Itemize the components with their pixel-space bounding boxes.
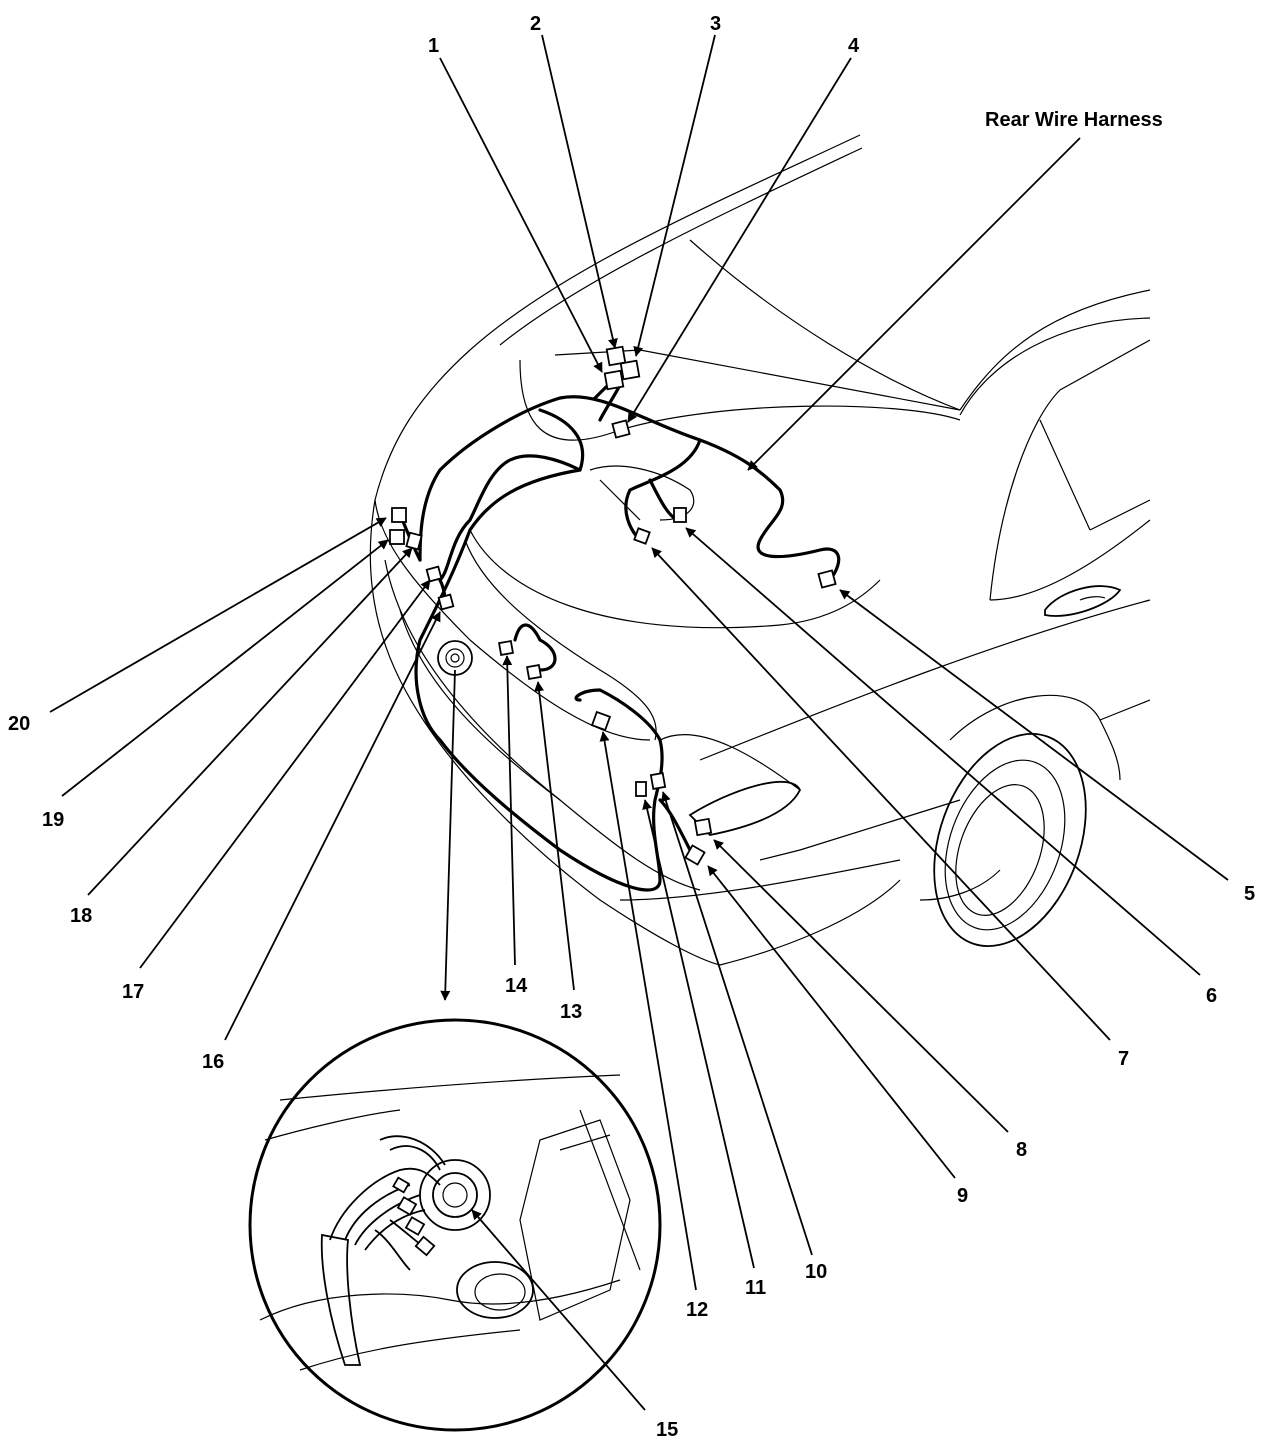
callout-10: 10: [805, 1261, 827, 1283]
detail-pointer-arrow: [440, 669, 456, 1001]
connector-4: [611, 419, 631, 439]
connector-10: [649, 772, 667, 790]
connector-3: [619, 359, 641, 381]
ground-terminal-icon: [437, 640, 473, 676]
wire-harness: [398, 370, 841, 892]
connector-12: [590, 710, 612, 732]
connector-11: [635, 781, 647, 797]
connector-19: [389, 529, 405, 545]
connector-18: [405, 531, 423, 551]
connector-7: [633, 527, 651, 545]
connector-6: [673, 507, 687, 523]
callout-8: 8: [1016, 1139, 1027, 1161]
callout-5: 5: [1244, 883, 1255, 905]
callout-2: 2: [530, 13, 541, 35]
connector-8: [693, 817, 713, 837]
connector-9: [684, 844, 706, 866]
callout-20: 20: [8, 713, 30, 735]
callout-15: 15: [656, 1419, 678, 1441]
callout-3: 3: [710, 13, 721, 35]
connector-14: [498, 640, 514, 656]
callout-12: 12: [686, 1299, 708, 1321]
connector-5: [817, 569, 837, 589]
callout-1: 1: [428, 35, 439, 57]
callout-11: 11: [745, 1277, 766, 1299]
connector-1: [603, 369, 625, 391]
leader-lines: [49, 34, 1229, 1411]
callout-labels: Rear Wire Harness 1 2 3 4 5 6 7 8 9 10 1…: [8, 13, 1255, 1441]
connector-20: [391, 507, 407, 523]
callout-16: 16: [202, 1051, 224, 1073]
connector-17: [425, 565, 443, 583]
callout-19: 19: [42, 809, 64, 831]
harness-title: Rear Wire Harness: [985, 109, 1163, 131]
callout-9: 9: [957, 1185, 968, 1207]
callout-6: 6: [1206, 985, 1217, 1007]
callout-14: 14: [505, 975, 528, 997]
callout-13: 13: [560, 1001, 582, 1023]
connectors: [389, 345, 837, 866]
callout-7: 7: [1118, 1048, 1129, 1070]
connector-16: [437, 593, 455, 611]
connector-13: [526, 664, 542, 680]
callout-18: 18: [70, 905, 92, 927]
callout-17: 17: [122, 981, 144, 1003]
detail-circle: [248, 1018, 662, 1432]
car-body-outline: [369, 134, 1151, 966]
callout-4: 4: [848, 35, 860, 57]
